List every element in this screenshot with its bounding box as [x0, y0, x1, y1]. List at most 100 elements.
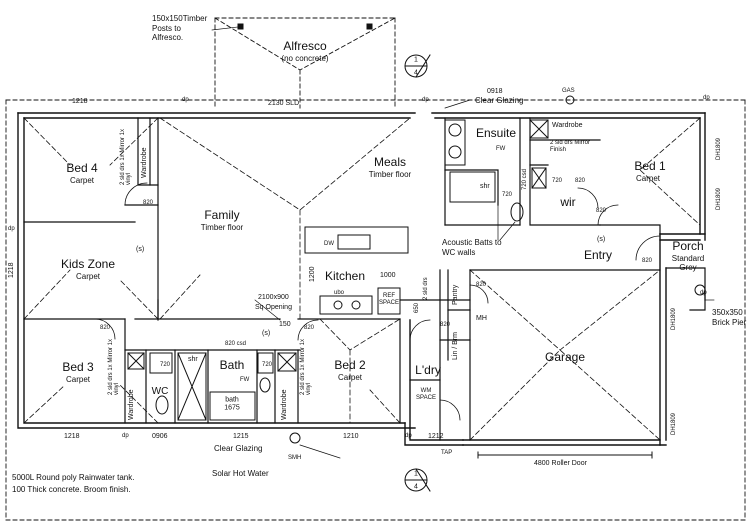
- bath-fixtures: [127, 352, 297, 421]
- note-brick-pier: 350x350 Brick Pier: [712, 308, 747, 327]
- downpipe-6: dp: [405, 433, 412, 439]
- downpipe-3: dp: [703, 95, 710, 101]
- wardrobe-bed2: Wardrobe: [281, 389, 288, 420]
- roller-door: [477, 451, 653, 459]
- smoke-detector-3: (s): [597, 236, 606, 243]
- alfresco-posts: [237, 23, 373, 30]
- kids-zone-floor: Carpet: [75, 272, 101, 281]
- dim-1200: 1200: [309, 266, 316, 282]
- ref-space: REF SPACE: [379, 292, 399, 306]
- bed1-floor: Carpet: [635, 174, 661, 183]
- bed4-floor: Carpet: [69, 176, 95, 185]
- note-clear-glazing-top: Clear Glazing: [475, 96, 524, 105]
- room-bed1: Bed 1: [634, 159, 666, 173]
- dim-820-bed3: 820: [100, 325, 111, 331]
- dim-820-bed2: 820: [304, 325, 315, 331]
- dim-roller-door: 4800 Roller Door: [534, 460, 587, 467]
- bed4-sliding-doors: 2 sld drs 1x Mirror 1x vinyl: [120, 128, 132, 185]
- dim-1215: 1215: [233, 433, 249, 440]
- downpipe-4: dp: [8, 226, 15, 232]
- note-solar: Solar Hot Water: [212, 469, 269, 478]
- section-bottom-sheet: 4: [414, 483, 418, 491]
- dim-1210: 1210: [343, 433, 359, 440]
- ensuite-fw: FW: [496, 146, 506, 152]
- csd-820: 820 csd: [225, 341, 247, 347]
- door-swings: [94, 182, 661, 421]
- dim-1218-top: 1218: [72, 98, 88, 105]
- outer-walls: [17, 112, 706, 446]
- dim-720-ensuite: 720: [552, 178, 563, 184]
- dh-top-1: DH1809: [716, 137, 722, 160]
- bath-size: bath 1675: [224, 396, 240, 412]
- bath-shower: shr: [188, 356, 198, 363]
- wardrobe-bed3: Wardrobe: [128, 389, 135, 420]
- room-laundry: L'dry: [415, 363, 441, 377]
- room-bed4: Bed 4: [66, 161, 98, 175]
- dishwasher: DW: [324, 241, 334, 247]
- room-meals: Meals: [373, 155, 407, 169]
- dim-1218-left: 1218: [8, 262, 15, 278]
- smoke-detector-1: (s): [136, 246, 145, 253]
- smh: SMH: [288, 455, 302, 461]
- dim-820-bed4: 820: [143, 200, 154, 206]
- porch-floor: Standard Grey: [671, 253, 705, 272]
- downpipe-1: dp: [182, 97, 189, 103]
- ensuite-sliding-doors: 2 sld drs Mirror Finish: [550, 140, 591, 154]
- room-garage: Garage: [544, 350, 586, 364]
- downpipe-2: dp: [422, 97, 429, 103]
- gas-meter: GAS: [562, 88, 575, 94]
- section-top-num: 1: [414, 56, 418, 64]
- room-linen: Lin / Brm: [452, 331, 459, 360]
- bed2-sliding-doors: 2 sld drs 1x Mirror 1x vinyl: [300, 338, 312, 395]
- note-concrete: 100 Thick concrete. Broom finish.: [12, 485, 131, 494]
- room-kitchen: Kitchen: [324, 269, 366, 283]
- room-bed3: Bed 3: [62, 360, 94, 374]
- laundry-sliding-doors: 2 sld drs: [423, 277, 429, 300]
- room-porch: Porch: [672, 239, 704, 253]
- dim-650: 650: [414, 302, 420, 313]
- room-ensuite: Ensuite: [475, 126, 517, 140]
- downpipe-7: dp: [700, 290, 707, 296]
- room-pantry: Pantry: [452, 284, 459, 305]
- garage-mh: MH: [476, 315, 487, 322]
- section-top-sheet: 4: [414, 69, 418, 77]
- room-wir: wir: [560, 195, 576, 209]
- alfresco-floor: (no concrete): [281, 54, 329, 63]
- room-alfresco: Alfresco: [283, 39, 327, 53]
- wm-space: WM SPACE: [416, 387, 436, 401]
- room-kids-zone: Kids Zone: [60, 257, 116, 271]
- dim-720-ensuite-door: 720: [502, 192, 513, 198]
- meals-floor: Timber floor: [368, 170, 412, 179]
- dim-820-wir: 820: [575, 178, 586, 184]
- tap: TAP: [441, 450, 453, 456]
- wardrobe-ensuite: Wardrobe: [552, 122, 583, 129]
- wardrobe-bed4: Wardrobe: [141, 147, 148, 178]
- note-timber-posts: 150x150Timber Posts to Alfresco.: [152, 14, 208, 43]
- dim-0918: 0918: [487, 88, 503, 95]
- room-family: Family: [204, 208, 240, 222]
- section-marker-circles: [289, 54, 706, 492]
- room-wc: WC: [151, 386, 169, 397]
- dh-top-2: DH1809: [716, 187, 722, 210]
- room-bath: Bath: [219, 358, 245, 372]
- dh-garage-1: DH1809: [671, 307, 677, 330]
- dim-820-laundry: 820: [440, 322, 451, 328]
- interior-walls: [23, 117, 706, 441]
- alfresco-outline: [5, 17, 746, 521]
- section-bottom-num: 1: [414, 470, 418, 478]
- downpipe-5: dp: [122, 433, 129, 439]
- roof-hips: [23, 117, 701, 441]
- dim-opening: 2100x900: [258, 294, 289, 301]
- under-bench-oven: ubo: [334, 290, 345, 296]
- dim-820-bed1: 820: [596, 208, 607, 214]
- dim-820-garage: 820: [476, 282, 487, 288]
- dim-1212: 1212: [428, 433, 444, 440]
- family-floor: Timber floor: [200, 223, 244, 232]
- bed2-floor: Carpet: [337, 373, 363, 382]
- dim-150: 150: [279, 321, 291, 328]
- bath-fw: FW: [240, 377, 250, 383]
- leader-lines: [211, 26, 715, 459]
- dim-720-wc: 720: [160, 362, 171, 368]
- bed3-floor: Carpet: [65, 375, 91, 384]
- smoke-detector-2: (s): [262, 330, 271, 337]
